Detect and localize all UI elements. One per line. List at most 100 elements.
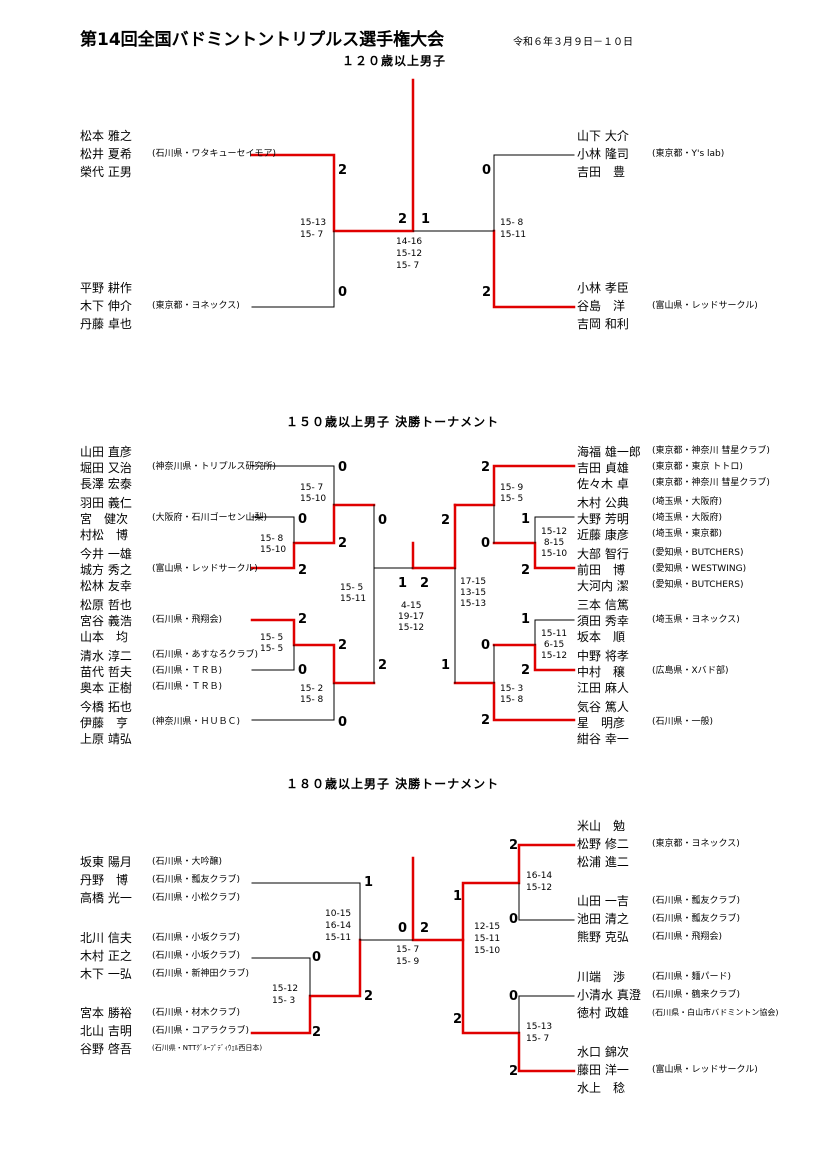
match-win-count: 1 xyxy=(364,875,374,890)
match-win-count: 2 xyxy=(441,513,451,528)
player-name: 松原 哲也 xyxy=(80,598,132,612)
s120-red-lines xyxy=(250,78,576,309)
section-title-180: １８０歳以上男子 決勝トーナメント xyxy=(286,777,500,791)
game-score: 15-10 xyxy=(300,494,327,504)
player-name: 小林 孝臣 xyxy=(577,281,629,295)
player-name: 宮谷 義浩 xyxy=(80,614,132,628)
player-name: 水上 稔 xyxy=(577,1081,626,1095)
player-name: 星 明彦 xyxy=(577,716,626,730)
match-win-count: 0 xyxy=(481,638,491,653)
team-affiliation: (石川県・ワタキューセイモア) xyxy=(152,149,277,159)
game-score: 4-15 xyxy=(401,601,422,611)
team-affiliation: (東京都・ヨネックス) xyxy=(652,839,740,849)
player-name: 今井 一雄 xyxy=(80,547,132,561)
event-date: 令和６年３月９日－１０日 xyxy=(513,37,633,48)
game-score: 15- 5 xyxy=(340,583,364,593)
team-affiliation: (埼玉県・大阪府) xyxy=(652,497,723,507)
player-name: 中野 将孝 xyxy=(577,649,629,663)
player-name: 松浦 進二 xyxy=(577,855,629,869)
player-name: 苗代 哲夫 xyxy=(80,665,132,679)
team-affiliation: (東京都・神奈川 彗星クラブ) xyxy=(652,446,770,456)
team-affiliation: (富山県・レッドサークル) xyxy=(652,1065,758,1075)
player-name: 松林 友幸 xyxy=(80,579,132,593)
team-affiliation: (石川県・白山市バドミントン協会) xyxy=(652,1008,779,1017)
player-name: 今橋 拓也 xyxy=(80,700,132,714)
team-affiliation: (石川県・小松クラブ) xyxy=(152,893,241,903)
match-win-count: 2 xyxy=(521,563,531,578)
team-affiliation: (神奈川県・トリプルス研究所) xyxy=(152,462,277,472)
team-affiliation: (石川県・小坂クラブ) xyxy=(152,933,241,943)
player-name: 江田 麻人 xyxy=(577,681,629,695)
team-affiliation: (神奈川県・ＨＵＢＣ) xyxy=(152,717,241,727)
player-name: 吉岡 和利 xyxy=(577,317,629,331)
match-win-count: 2 xyxy=(453,1012,463,1027)
game-score: 15- 7 xyxy=(300,483,324,493)
team-affiliation: (愛知県・WESTWING) xyxy=(652,564,747,574)
player-name: 木下 一弘 xyxy=(80,967,132,981)
match-win-count: 0 xyxy=(398,921,408,936)
game-score: 10-15 xyxy=(325,909,352,919)
game-score: 15- 9 xyxy=(500,483,524,493)
player-name: 山本 均 xyxy=(80,630,129,644)
match-win-count: 0 xyxy=(378,513,388,528)
team-affiliation: (石川県・小坂クラブ) xyxy=(152,951,241,961)
player-name: 小清水 真澄 xyxy=(577,988,641,1002)
match-win-count: 1 xyxy=(421,212,431,227)
game-score: 15- 8 xyxy=(500,218,524,228)
player-name: 海福 雄一郎 xyxy=(577,445,641,459)
player-name: 松野 修二 xyxy=(577,837,629,851)
match-win-count: 2 xyxy=(420,921,430,936)
team-affiliation: (東京都・ヨネックス) xyxy=(152,301,240,311)
team-affiliation: (石川県・あすなろクラブ) xyxy=(152,650,259,660)
page-title: 第14回全国バドミントントリプルス選手権大会 xyxy=(80,30,445,50)
team-affiliation: (石川県・麺パード) xyxy=(652,972,732,982)
match-win-count: 1 xyxy=(453,889,463,904)
match-win-count: 0 xyxy=(312,950,322,965)
s150-black-lines xyxy=(251,465,575,721)
player-name: 堀田 又治 xyxy=(80,461,132,475)
game-score: 15-13 xyxy=(300,218,327,228)
team-affiliation: (東京都・東京 トトロ) xyxy=(652,462,743,472)
game-score: 6-15 xyxy=(541,640,565,650)
player-name: 大野 芳明 xyxy=(577,512,629,526)
match-win-count: 0 xyxy=(509,912,519,927)
game-score: 15-11 xyxy=(340,594,367,604)
player-name: 谷野 啓吾 xyxy=(80,1042,132,1056)
player-name: 伊藤 亨 xyxy=(80,716,129,730)
game-score: 15-13 xyxy=(526,1022,553,1032)
section-title-150: １５０歳以上男子 決勝トーナメント xyxy=(286,415,500,429)
player-name: 吉田 豊 xyxy=(577,165,626,179)
game-score: 15- 7 xyxy=(526,1034,550,1044)
section-title-120: １２０歳以上男子 xyxy=(342,54,447,68)
match-win-count: 0 xyxy=(481,536,491,551)
player-name: 北山 吉明 xyxy=(80,1024,132,1038)
match-win-count: 2 xyxy=(338,638,348,653)
team-affiliation: (石川県・ＴＲＢ) xyxy=(152,682,223,692)
match-win-count: 0 xyxy=(509,989,519,1004)
game-score: 15- 3 xyxy=(500,684,524,694)
team-affiliation: (埼玉県・東京都) xyxy=(652,529,723,539)
team-affiliation: (石川県・瓢友クラブ) xyxy=(652,914,741,924)
player-name: 木下 伸介 xyxy=(80,299,132,313)
team-affiliation: (大阪府・石川ゴーセン山梨) xyxy=(152,513,268,523)
player-name: 宮本 勝裕 xyxy=(80,1006,132,1020)
player-name: 松本 雅之 xyxy=(80,129,132,143)
s180-black-lines xyxy=(251,882,575,1034)
match-win-count: 2 xyxy=(298,563,308,578)
team-affiliation: (広島県・Xバド部) xyxy=(652,666,729,676)
match-win-count: 2 xyxy=(509,838,519,853)
player-name: 上原 靖弘 xyxy=(80,732,132,746)
game-score: 16-14 xyxy=(325,921,352,931)
player-name: 山田 直彦 xyxy=(80,445,132,459)
game-score: 15-11 xyxy=(500,230,527,240)
player-name: 谷島 洋 xyxy=(577,299,626,313)
player-name: 紺谷 幸一 xyxy=(577,732,629,746)
match-win-count: 2 xyxy=(378,658,388,673)
match-win-count: 0 xyxy=(338,460,348,475)
player-name: 藤田 洋一 xyxy=(577,1063,629,1077)
game-score: 15-12 xyxy=(526,883,553,893)
match-win-count: 2 xyxy=(364,989,374,1004)
game-score: 15- 5 xyxy=(260,633,284,643)
game-score: 15-12 xyxy=(541,651,568,661)
match-win-count: 1 xyxy=(441,658,451,673)
